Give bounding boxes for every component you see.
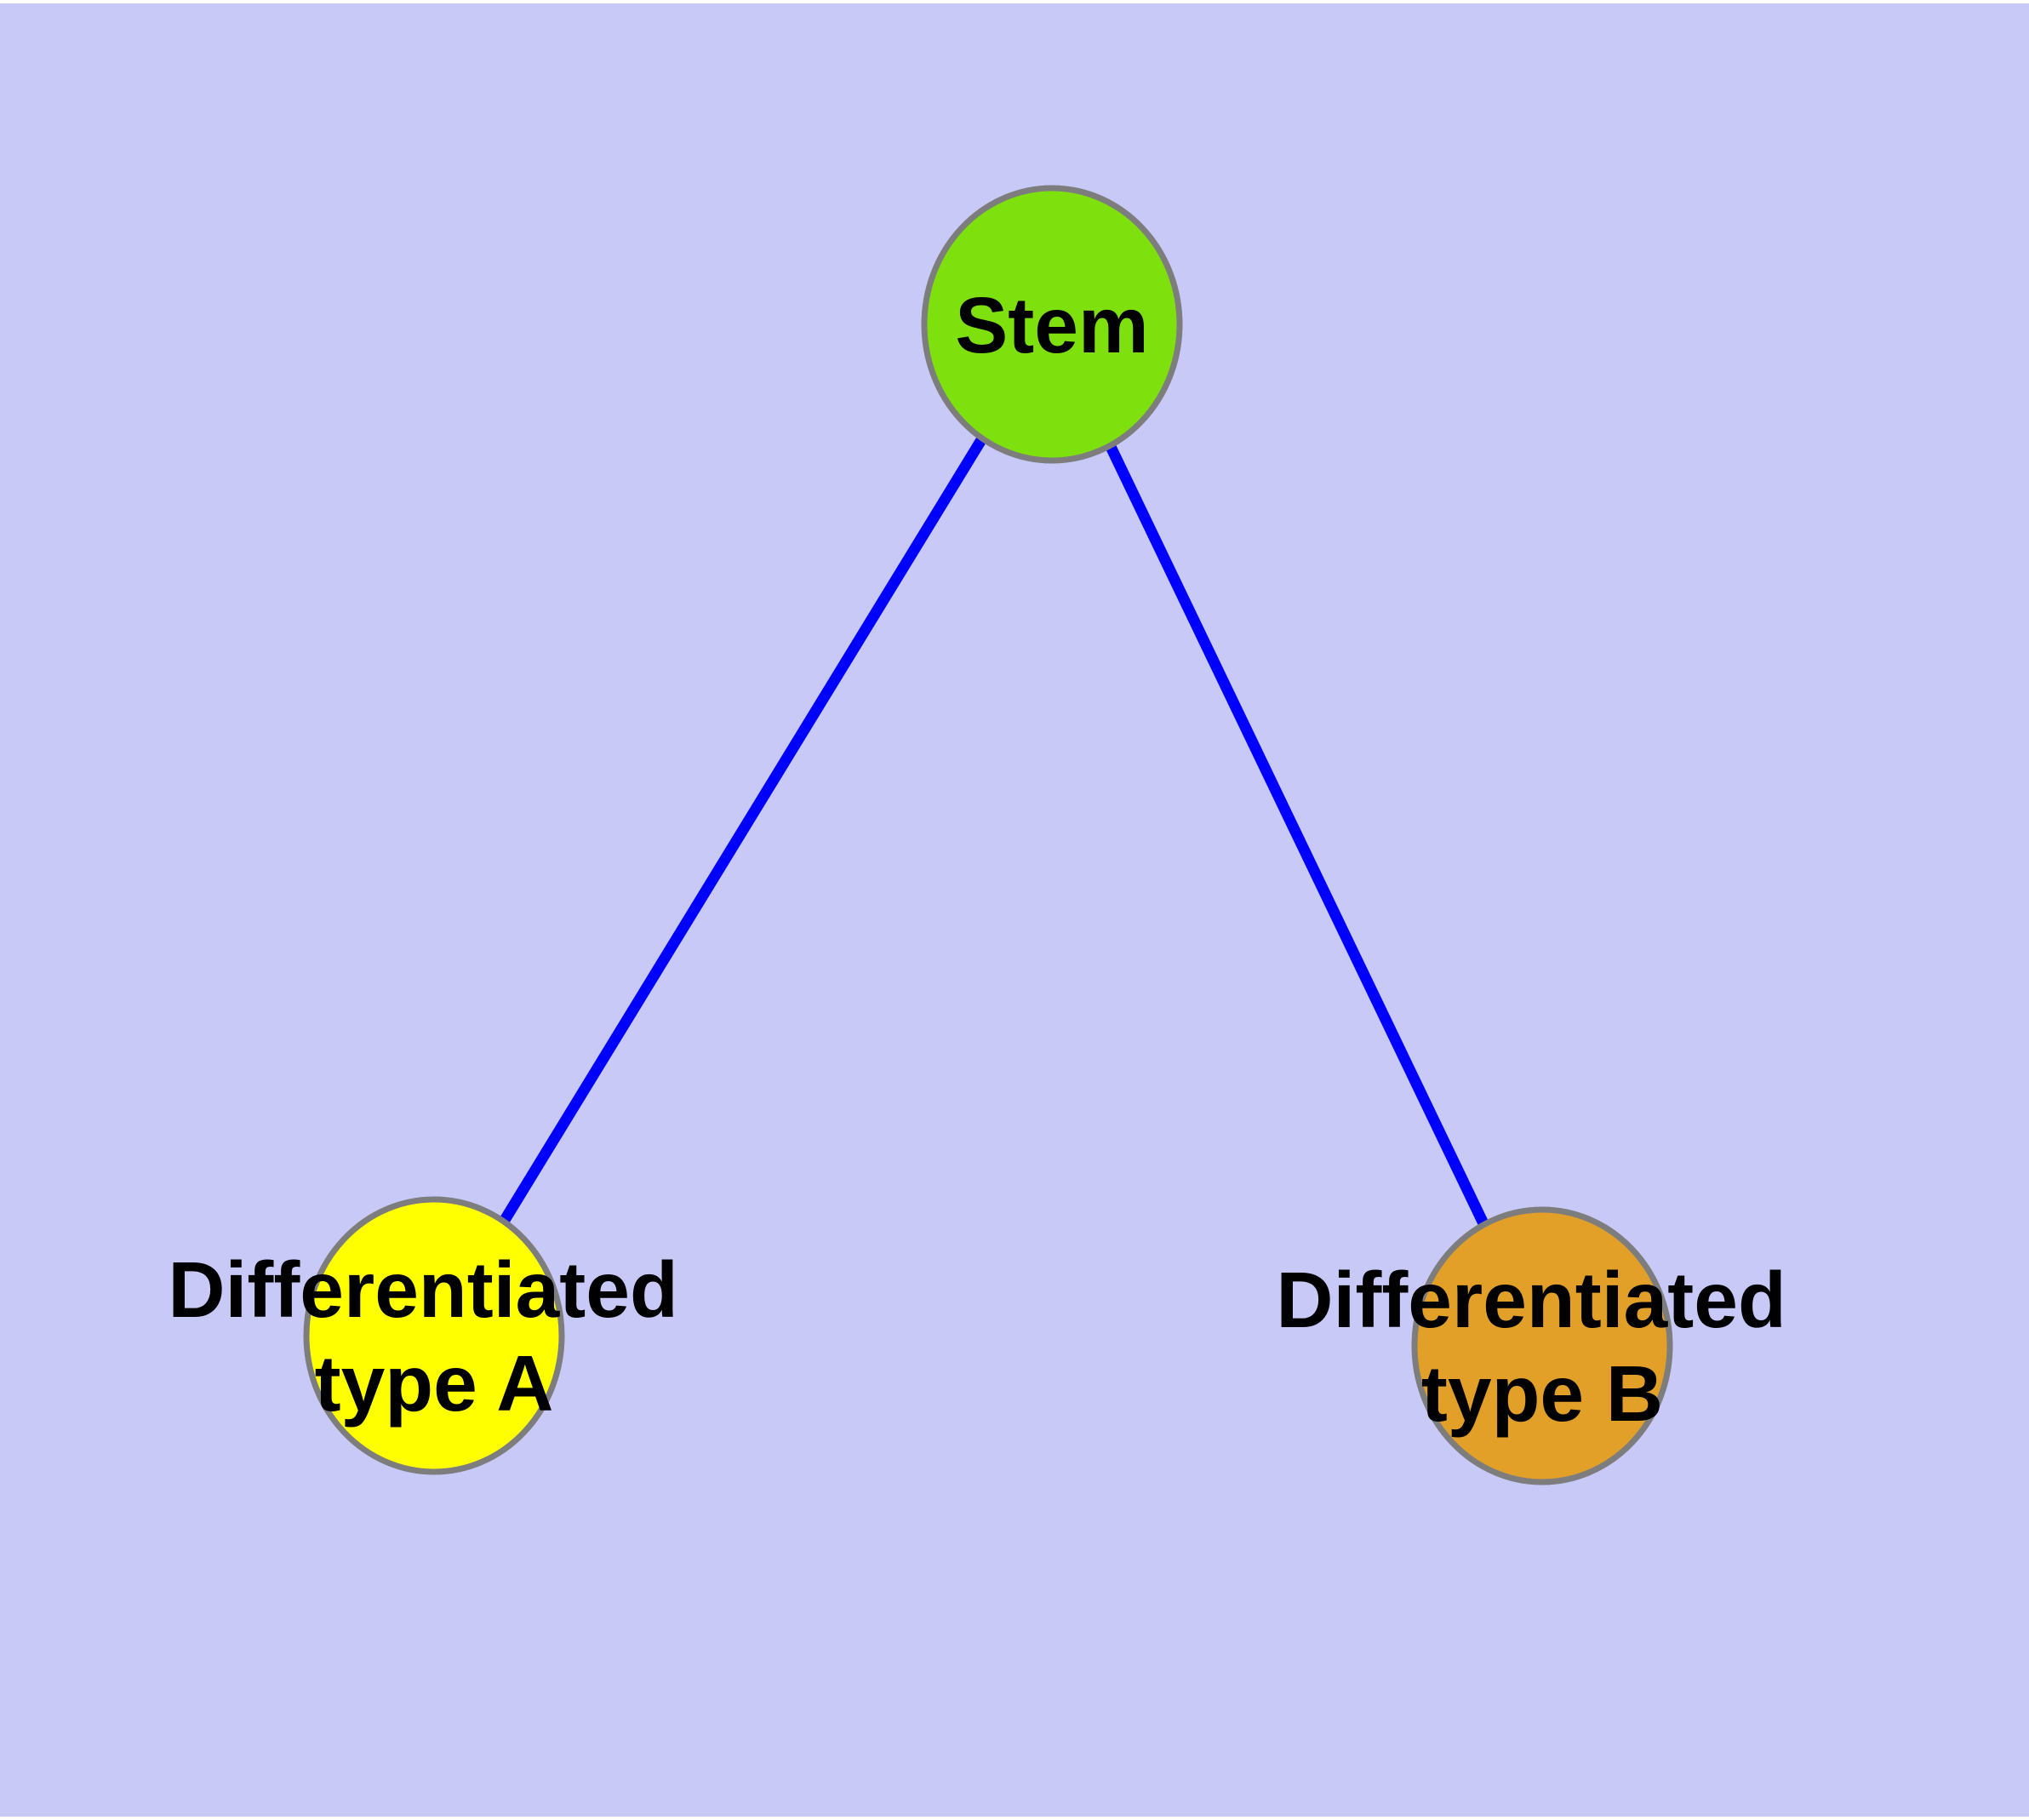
edge-stem-to-type-b [1047,322,1547,1348]
node-stem-shape [921,185,1183,464]
node-stem[interactable]: Stem [921,185,1183,464]
node-differentiated-type-b-shape [1411,1206,1673,1485]
edge-stem-to-type-a [429,321,1057,1339]
node-differentiated-type-a-shape [303,1196,565,1475]
